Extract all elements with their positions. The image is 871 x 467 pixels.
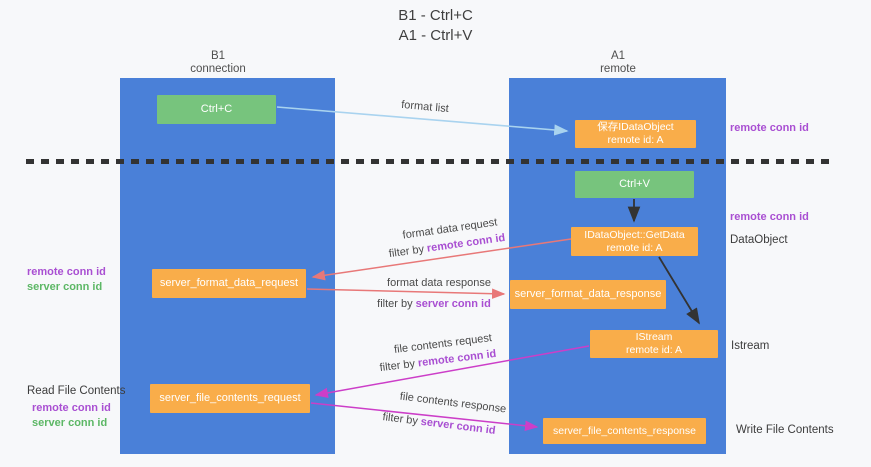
lane-a1-name: A1 [610, 50, 626, 62]
side-label-remote-conn-id-bottom-left: remote conn id [32, 402, 111, 414]
lane-a1-subtitle: remote [600, 63, 636, 75]
side-label-istream: Istream [731, 340, 770, 352]
label-format-data-response: format data response [387, 277, 491, 289]
node-ctrl-c: Ctrl+C [157, 95, 276, 124]
arrow-format-data-response [306, 288, 506, 299]
node-getdata-line2: remote id: A [606, 241, 663, 254]
side-label-remote-conn-id-mid-left: remote conn id [27, 266, 106, 278]
node-server-format-data-response: server_format_data_response [510, 280, 666, 309]
node-server-format-data-request: server_format_data_request [152, 269, 306, 298]
filter-by-text-2: filter by [377, 298, 413, 310]
node-format-response-label: server_format_data_response [514, 288, 662, 300]
server-conn-id-text-2: server conn id [415, 298, 491, 310]
node-saved-idataobject-line2: remote id: A [607, 134, 664, 146]
lane-b1-name: B1 [210, 50, 226, 62]
node-file-request-label: server_file_contents_request [159, 392, 301, 404]
title-line-2: A1 - Ctrl+V [398, 27, 473, 44]
node-saved-idataobject-line1: 保存IDataObject [597, 121, 674, 133]
label-file-contents-response: file contents response [399, 390, 507, 416]
side-label-remote-conn-id-mid-right: remote conn id [730, 211, 809, 223]
filter-by-text-3: filter by [379, 357, 416, 375]
node-ctrl-v: Ctrl+V [575, 171, 694, 198]
side-label-server-conn-id-bottom-left: server conn id [32, 417, 108, 429]
node-server-file-contents-request: server_file_contents_request [150, 384, 310, 413]
side-label-server-conn-id-mid-left: server conn id [27, 281, 103, 293]
filter-by-text-4: filter by [381, 411, 419, 428]
node-file-response-label: server_file_contents_response [552, 424, 696, 437]
node-saved-idataobject: 保存IDataObject remote id: A [575, 120, 696, 148]
node-idataobject-getdata: IDataObject::GetData remote id: A [571, 227, 698, 256]
side-label-dataobject: DataObject [730, 234, 788, 246]
node-server-file-contents-response: server_file_contents_response [543, 418, 706, 444]
node-istream-line2: remote id: A [625, 344, 683, 356]
label-format-list: format list [400, 98, 450, 116]
title-line-1: B1 - Ctrl+C [398, 7, 473, 24]
diagram-title: B1 - Ctrl+C A1 - Ctrl+V [0, 6, 871, 46]
lane-header-b1: B1 connection [158, 50, 278, 76]
filter-by-text-1: filter by [388, 243, 425, 261]
node-ctrl-v-label: Ctrl+V [619, 178, 650, 190]
node-getdata-line1: IDataObject::GetData [584, 228, 685, 241]
phase-separator-dashed-line [26, 159, 834, 164]
node-istream: IStream remote id: A [590, 330, 718, 358]
side-label-write-file-contents: Write File Contents [736, 424, 834, 436]
side-label-remote-conn-id-top-right: remote conn id [730, 122, 809, 134]
node-ctrl-c-label: Ctrl+C [200, 103, 233, 115]
side-label-read-file-contents: Read File Contents [27, 385, 126, 397]
node-istream-line1: IStream [635, 331, 673, 343]
lane-b1-subtitle: connection [190, 63, 246, 75]
node-format-request-label: server_format_data_request [159, 277, 299, 289]
lane-header-a1: A1 remote [558, 50, 678, 76]
server-conn-id-text-4: server conn id [420, 415, 497, 437]
